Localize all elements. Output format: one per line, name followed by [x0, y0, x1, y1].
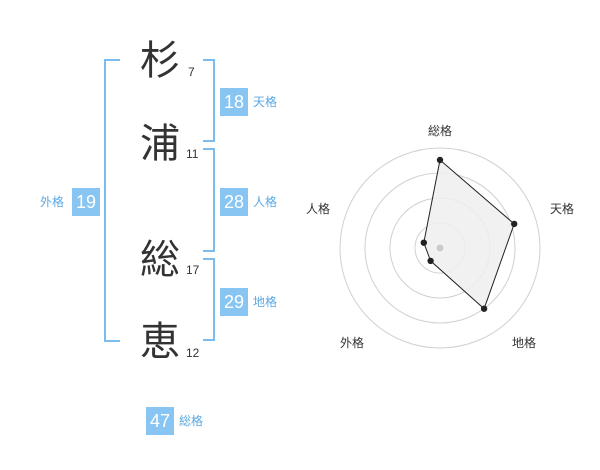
stroke-count-1: 7	[188, 65, 195, 79]
stroke-count-3: 17	[186, 263, 200, 277]
radar-grid-ring	[339, 147, 541, 349]
radar-point-4	[420, 239, 427, 246]
stroke-count-4: 12	[186, 346, 200, 360]
radar-axis-label-2: 地格	[511, 336, 537, 350]
name-char-4: 恵	[140, 319, 180, 365]
tenkaku-score: 18	[220, 88, 248, 116]
radar-axis-label-3: 外格	[339, 336, 365, 350]
radar-axis-label-1: 天格	[549, 202, 575, 216]
name-char-2: 浦	[140, 121, 180, 167]
radar-point-2	[480, 305, 488, 312]
gaikaku-bracket	[104, 59, 120, 342]
name-char-1: 杉	[140, 38, 180, 84]
gaikaku-score: 19	[72, 188, 100, 216]
radar-center-dot	[436, 244, 444, 252]
gaikaku-label: 外格	[40, 195, 65, 209]
radar-point-3	[427, 257, 434, 265]
jinkaku-label: 人格	[253, 195, 278, 209]
jinkaku-score: 28	[220, 188, 248, 216]
soukaku-label: 総格	[179, 414, 204, 428]
radar-axis-label-4: 人格	[305, 202, 331, 216]
chikaku-label: 地格	[253, 295, 278, 309]
jinkaku-bracket	[203, 148, 215, 252]
tenkaku-bracket	[203, 59, 215, 142]
radar-series-polygon	[423, 159, 515, 310]
radar-axis-label-0: 総格	[427, 124, 453, 138]
name-char-3: 総	[140, 237, 180, 283]
radar-point-0	[436, 156, 444, 164]
stroke-count-2: 11	[186, 147, 199, 161]
chikaku-bracket	[203, 258, 215, 341]
tenkaku-label: 天格	[253, 95, 278, 109]
radar-point-1	[511, 220, 518, 228]
soukaku-score: 47	[146, 407, 174, 435]
chikaku-score: 29	[220, 288, 248, 316]
